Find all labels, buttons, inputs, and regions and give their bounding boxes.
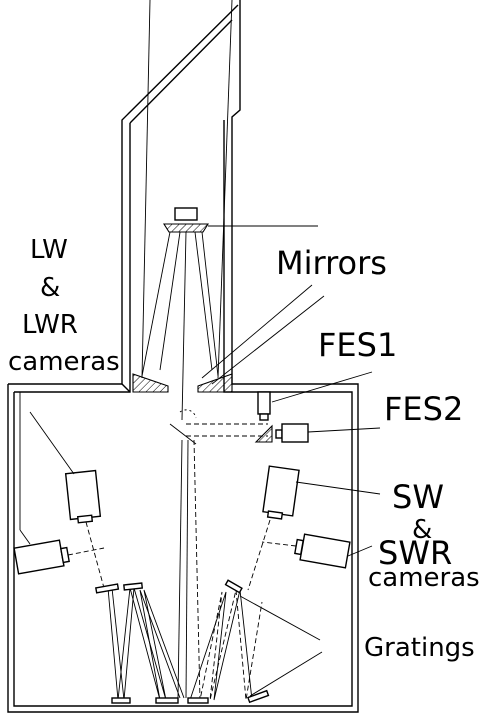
fes2-prism <box>254 424 273 443</box>
label-lw-amp: & <box>40 273 60 303</box>
enclosure-inner-right <box>13 120 353 707</box>
reflect-3 <box>159 231 181 371</box>
label-lw-cameras: cameras <box>8 347 120 377</box>
left-zigzag-a <box>107 587 181 701</box>
gratings-leader-2 <box>249 651 323 697</box>
left-grating-bottom-2 <box>155 697 179 704</box>
lw-camera-1-lens <box>76 514 94 524</box>
label-gratings: Gratings <box>364 633 475 663</box>
right-grating-bottom-2 <box>247 689 270 704</box>
fes1-camera-body <box>257 391 271 415</box>
right-grating-bottom-1 <box>187 697 209 704</box>
label-sw-amp: & <box>412 515 432 545</box>
left-zigzag-b <box>111 587 185 701</box>
fes1-camera <box>257 371 373 421</box>
labels: LW & LWR cameras Mirrors FES1 FES2 SW & … <box>8 235 480 663</box>
splitter-plate <box>169 423 197 445</box>
left-grating-top-1 <box>95 583 120 594</box>
sw-cameras <box>247 465 381 591</box>
sw-camera-1-lens <box>266 510 284 520</box>
mirrors-leader-1 <box>201 284 313 379</box>
top-mirror-mount <box>174 207 198 221</box>
right-grating-top <box>224 579 243 594</box>
top-mirror <box>163 223 209 233</box>
right-grating-train <box>187 439 270 704</box>
right-zigzag-a <box>193 439 263 701</box>
right-zigzag-b <box>189 589 253 701</box>
beam-left <box>141 0 151 379</box>
lw-cameras <box>13 392 105 589</box>
label-mirrors: Mirrors <box>276 244 387 282</box>
lw-leader-2b <box>19 529 31 545</box>
central-beam <box>181 231 187 421</box>
lower-mirrors <box>132 373 233 393</box>
lw-leader-1 <box>29 411 75 475</box>
focus-arc <box>179 409 197 419</box>
left-grating-train <box>95 439 189 704</box>
left-vertical-2 <box>185 439 189 699</box>
label-fes1: FES1 <box>318 326 397 364</box>
reflect-1 <box>141 231 171 377</box>
enclosure-outline <box>7 0 359 713</box>
label-lw: LW <box>30 235 68 265</box>
left-grating-top-2 <box>123 582 144 591</box>
label-swr: SWR <box>378 534 452 572</box>
top-mirror-assembly <box>141 207 318 421</box>
sw-beam-2 <box>261 541 297 547</box>
enclosure-right-wall <box>7 0 359 713</box>
mirrors-leader-2 <box>211 295 325 385</box>
enclosure-left-wall <box>8 4 239 385</box>
sw-beam-1 <box>247 519 271 591</box>
sw-leader-2 <box>347 545 373 557</box>
sw-leader-1 <box>295 481 381 495</box>
sw-camera-1 <box>262 465 300 517</box>
lower-mirror-right <box>197 373 233 393</box>
label-fes2: FES2 <box>384 390 463 428</box>
fes1-leader <box>271 371 373 403</box>
beam-right <box>217 0 233 379</box>
beam-splitter-region <box>169 409 268 445</box>
fes2-camera <box>254 423 381 443</box>
corner-left <box>121 383 131 393</box>
fes2-camera-lens <box>275 429 283 439</box>
reflect-4 <box>194 231 213 371</box>
fes1-camera-lens <box>259 413 269 421</box>
lw-beam-1 <box>85 521 105 589</box>
incoming-beams <box>141 0 233 379</box>
left-vertical-1 <box>177 439 183 699</box>
gratings-leader-1 <box>239 595 321 641</box>
lower-mirror-left <box>132 373 169 393</box>
lw-camera-1 <box>64 469 102 521</box>
fes2-leader <box>307 427 381 433</box>
sw-camera-2-lens <box>294 538 304 556</box>
label-sw: SW <box>392 478 444 516</box>
reflect-2 <box>201 231 219 377</box>
lw-beam-2 <box>67 547 105 556</box>
label-lwr: LWR <box>22 310 78 340</box>
lw-camera-2 <box>13 539 65 575</box>
fes2-camera-body <box>281 423 309 443</box>
tower-top-edge <box>129 19 233 124</box>
label-sw-cameras: cameras <box>368 563 480 593</box>
sw-camera-2 <box>299 533 351 569</box>
lw-camera-2-lens <box>60 546 70 564</box>
left-grating-bottom-1 <box>111 697 131 704</box>
